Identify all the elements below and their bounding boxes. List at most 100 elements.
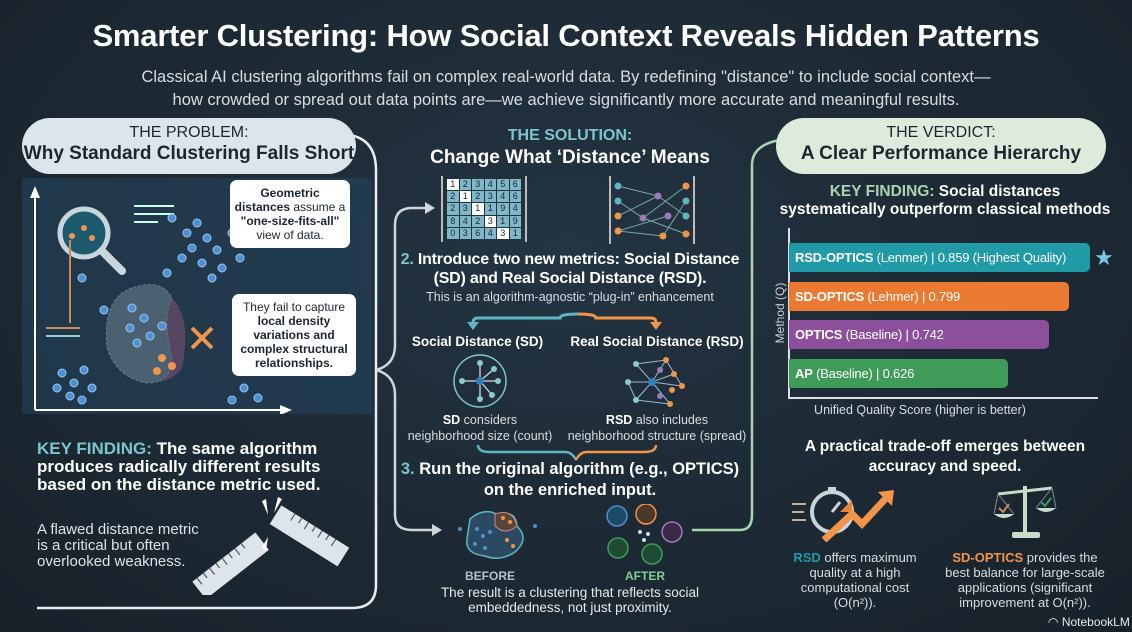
matrix-cell: 6 [509,179,521,191]
callout-text: assume a [290,200,346,214]
bar-rsd-optics: RSD-OPTICS (Lenmer) | 0.859 (Highest Qua… [789,243,1090,272]
callout-bold: Geometric distances [234,186,320,214]
matrix-cell: 3 [484,191,496,203]
key-label: KEY FINDING: [37,439,152,458]
x-mark-icon [190,326,214,350]
matrix-cell: 2 [472,215,484,227]
chart-y-axis [788,228,790,398]
bar-label: RSD-OPTICS [795,250,874,265]
broken-ruler-icon [192,497,350,595]
balance-scale-icon [993,486,1057,538]
step-number: 2. [400,251,414,268]
step-text: Introduce two new metrics: Social Distan… [417,251,740,287]
verdict-label: THE VERDICT: [886,124,996,141]
bar-value: (Lenmer) | 0.859 (Highest Quality) [873,250,1067,265]
chart-xlabel: Unified Quality Score (higher is better) [814,403,1026,417]
subtitle-line: Classical AI clustering algorithms fail … [141,68,991,86]
bar-value: (Baseline) | 0.742 [842,327,944,342]
problem-key-finding: KEY FINDING: The same algorithm produces… [37,440,357,494]
check-icon [998,503,1010,514]
rsd-bold: RSD [793,550,821,565]
magnifier-icon [57,206,111,260]
matrix-cell: 3 [459,227,471,239]
rsd-line2: neighborhood structure (spread) [567,429,747,443]
bar-optics: OPTICS (Baseline) | 0.742 [789,320,1049,349]
sd-rest: considers [460,413,518,427]
chart-ylabel: Method (Q) [773,282,787,344]
problem-note: A flawed distance metric is a critical b… [37,521,199,570]
sd-title: Social Distance (SD) [411,334,544,349]
matrix-cell: 2 [459,179,471,191]
network-graph-icon [609,176,695,244]
solution-result: The result is a clustering that reflects… [440,585,700,615]
matrix-cell: 4 [484,179,496,191]
check-icon [1040,497,1052,508]
step-number: 3. [400,460,415,478]
verdict-heading: A Clear Performance Hierarchy [800,143,1082,164]
bar-sd-optics: SD-OPTICS (Lehmer) | 0.799 [789,281,1069,311]
page-title: Smarter Clustering: How Social Context R… [92,18,1040,53]
matrix-cell: 4 [484,227,496,239]
matrix-cell: 0 [447,227,459,239]
solution-label-text: THE SOLUTION: [507,127,633,144]
before-clusters-icon [458,510,537,559]
sd-bold: SD-OPTICS [952,550,1024,565]
subtitle: Classical AI clustering algorithms fail … [40,66,1092,112]
matrix-cell: 1 [509,227,521,239]
matrix-cell: 1 [447,179,459,191]
step-2-sub: This is an algorithm-agnostic “plug-in” … [426,290,714,304]
step-3: 3. Run the original algorithm (e.g., OPT… [395,459,745,501]
bar-label: OPTICS [795,327,843,342]
matrix-cell: 3 [497,227,509,239]
matrix-cell: 4 [497,191,509,203]
problem-header: THE PROBLEM: Why Standard Clustering Fal… [22,118,356,174]
matrix-cell: 3 [459,203,471,215]
key-text: Social distances systematically outperfo… [779,183,1111,218]
key-label: KEY FINDING: [829,183,935,200]
sd-text: provides the best balance for large-scal… [945,550,1105,610]
before-label: BEFORE [464,569,515,583]
callout-text: view of data. [256,228,324,242]
callout-bold: local density variations and complex str… [240,314,348,370]
matrix-cell: 3 [472,179,484,191]
rsd-rest: also includes [632,413,709,427]
matrix-cell: 9 [509,215,521,227]
sd-optics-tradeoff: SD-OPTICS provides the best balance for … [942,550,1108,610]
sd-neighborhood-icon [453,354,507,408]
sd-caption: SD considers neighborhood size (count) [400,412,560,444]
matrix-cell: 4 [509,203,521,215]
matrix-cell: 6 [472,227,484,239]
matrix-cell: 2 [447,191,459,203]
bar-ap: AP (Baseline) | 0.626 [789,358,1009,388]
step-text: Run the original algorithm (e.g., OPTICS… [419,460,740,499]
matrix-cell: 9 [497,203,509,215]
sd-line2: neighborhood size (count) [407,429,553,443]
matrix-cell: 2 [447,203,459,215]
matrix-cell: 1 [497,215,509,227]
verdict-key-finding: KEY FINDING: Social distances systematic… [775,183,1115,219]
star-icon: ★ [1094,245,1114,270]
tradeoff-heading: A practical trade-off emerges between ac… [804,438,1086,475]
subtitle-line: how crowded or spread out data points ar… [172,91,960,109]
verdict-header: THE VERDICT: A Clear Performance Hierarc… [776,118,1106,174]
stopwatch-growth-icon [792,487,894,542]
problem-label: THE PROBLEM: [129,124,249,141]
matrix-cell: 6 [509,191,521,203]
solution-heading: Change What ‘Distance’ Means [430,147,710,168]
callout-bold: "one-size-fits-all" [240,214,340,228]
brand-text: NotebookLM [1061,615,1130,629]
bar-value: (Baseline) | 0.626 [812,365,915,381]
matrix-cell: 5 [497,179,509,191]
sd-bold: SD [442,413,461,427]
rsd-text: offers maximum quality at a high computa… [800,550,917,610]
notebooklm-logo-icon: ◠ [1048,615,1062,629]
step-2-block: 2. Introduce two new metrics: Social Dis… [390,250,750,305]
step-2: 2. Introduce two new metrics: Social Dis… [390,250,750,288]
chart-x-axis [788,397,1098,399]
matrix-cell: 1 [484,203,496,215]
callout-geometric: Geometric distances assume a"one-size-fi… [230,180,350,248]
